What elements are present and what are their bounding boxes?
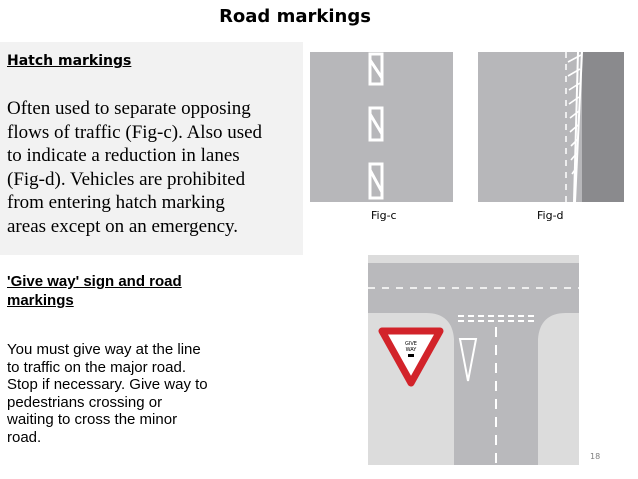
- hatch-line: areas except on an emergency.: [7, 215, 239, 237]
- junction-illustration: GIVE WAY: [368, 255, 579, 465]
- give-way-line: road.: [7, 428, 42, 446]
- hatch-text-panel: [0, 42, 303, 255]
- central-hatch-marking-illustration: [310, 52, 453, 202]
- give-way-heading: 'Give way' sign and road markings: [7, 272, 237, 310]
- page-number: 18: [590, 452, 601, 461]
- give-way-junction-image: GIVE WAY: [368, 255, 579, 465]
- give-way-line: Stop if necessary. Give way to: [7, 376, 208, 394]
- give-way-heading-line: 'Give way' sign and road: [7, 273, 182, 290]
- give-way-line: waiting to cross the minor: [7, 411, 178, 429]
- sign-text-line: GIVE: [405, 341, 417, 347]
- give-way-line: You must give way at the line: [7, 341, 201, 358]
- lane-reduction-hatch-illustration: [478, 51, 624, 203]
- fig-c-caption: Fig-c: [371, 209, 397, 222]
- fig-d-image: [478, 51, 624, 203]
- hatch-line: Often used to separate opposing: [7, 98, 251, 119]
- hatch-heading: Hatch markings: [7, 53, 132, 69]
- slide-title: Road markings: [219, 6, 371, 27]
- hatch-line: flows of traffic (Fig-c). Also used: [7, 121, 263, 143]
- give-way-heading-line: markings: [7, 292, 74, 309]
- fig-d-caption: Fig-d: [537, 209, 564, 222]
- give-way-description: You must give way at the line to traffic…: [7, 341, 257, 447]
- hatch-line: from entering hatch marking: [7, 192, 225, 213]
- hatch-description: Often used to separate opposing flows of…: [7, 97, 307, 238]
- hatch-line: to indicate a reduction in lanes: [7, 145, 240, 166]
- hatch-line: (Fig-d). Vehicles are prohibited: [7, 168, 246, 190]
- give-way-line: pedestrians crossing or: [7, 393, 163, 411]
- give-way-line: to traffic on the major road.: [7, 358, 186, 376]
- fig-c-image: [310, 52, 453, 202]
- sign-text-line: WAY: [406, 347, 418, 353]
- give-way-sign-icon: GIVE WAY: [378, 327, 444, 387]
